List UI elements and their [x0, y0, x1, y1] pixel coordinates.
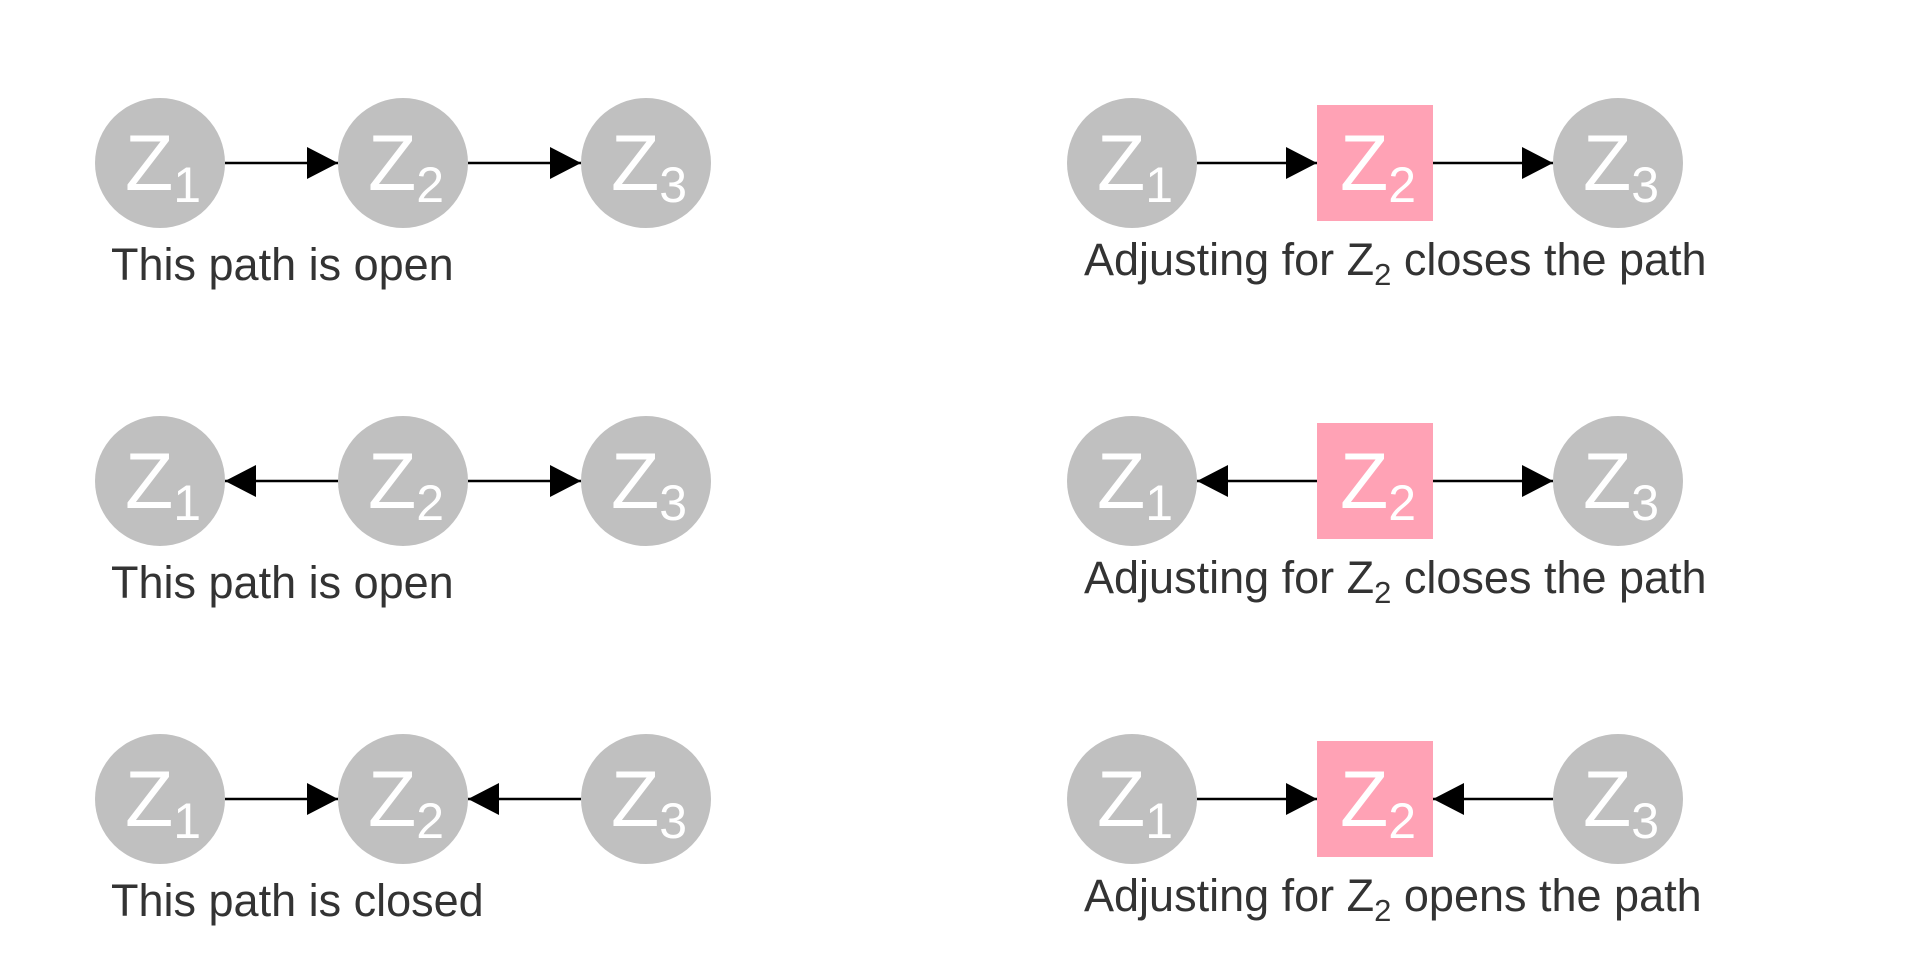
panel-caption: Adjusting for Z2 opens the path — [1084, 870, 1702, 928]
node-circle — [95, 416, 225, 546]
node-z1: Z1 — [1067, 734, 1197, 864]
node-z1: Z1 — [1067, 98, 1197, 228]
node-z2: Z2 — [338, 416, 468, 546]
adjusted-node-square — [1317, 741, 1433, 857]
node-z2: Z2 — [338, 98, 468, 228]
arrowhead-icon — [307, 783, 338, 815]
node-circle — [1553, 416, 1683, 546]
node-circle — [95, 734, 225, 864]
node-label: Z3 — [1583, 118, 1659, 213]
node-label: Z1 — [1097, 436, 1173, 531]
node-label: Z1 — [125, 754, 201, 849]
node-z1: Z1 — [95, 98, 225, 228]
node-label: Z1 — [125, 436, 201, 531]
node-circle — [338, 98, 468, 228]
node-circle — [581, 416, 711, 546]
node-z3: Z3 — [1553, 416, 1683, 546]
node-circle — [581, 734, 711, 864]
arrowhead-icon — [468, 783, 499, 815]
node-z3: Z3 — [581, 416, 711, 546]
node-label: Z1 — [1097, 118, 1173, 213]
arrowhead-icon — [550, 465, 581, 497]
arrowhead-icon — [550, 147, 581, 179]
panel-caption: This path is open — [111, 557, 454, 608]
arrowhead-icon — [225, 465, 256, 497]
node-circle — [338, 416, 468, 546]
node-label: Z2 — [368, 118, 444, 213]
node-label: Z3 — [611, 754, 687, 849]
arrowhead-icon — [1522, 465, 1553, 497]
node-z3: Z3 — [1553, 98, 1683, 228]
node-circle — [1067, 98, 1197, 228]
node-label: Z1 — [125, 118, 201, 213]
node-label: Z3 — [611, 436, 687, 531]
node-z1: Z1 — [95, 416, 225, 546]
node-label: Z1 — [1097, 754, 1173, 849]
adjusted-node-square — [1317, 105, 1433, 221]
node-z2: Z2 — [1317, 741, 1433, 857]
panel-caption: This path is open — [111, 239, 454, 290]
node-z3: Z3 — [1553, 734, 1683, 864]
node-label: Z2 — [368, 436, 444, 531]
arrowhead-icon — [1433, 783, 1464, 815]
node-circle — [95, 98, 225, 228]
node-z1: Z1 — [1067, 416, 1197, 546]
node-circle — [581, 98, 711, 228]
node-z2: Z2 — [338, 734, 468, 864]
arrowhead-icon — [307, 147, 338, 179]
arrowhead-icon — [1286, 147, 1317, 179]
node-circle — [1553, 734, 1683, 864]
panel-caption: Adjusting for Z2 closes the path — [1084, 552, 1707, 610]
node-z3: Z3 — [581, 98, 711, 228]
arrowhead-icon — [1522, 147, 1553, 179]
node-circle — [1067, 416, 1197, 546]
node-z2: Z2 — [1317, 105, 1433, 221]
node-z2: Z2 — [1317, 423, 1433, 539]
node-label: Z2 — [368, 754, 444, 849]
node-z1: Z1 — [95, 734, 225, 864]
panel-caption: Adjusting for Z2 closes the path — [1084, 234, 1707, 292]
arrowhead-icon — [1197, 465, 1228, 497]
node-z3: Z3 — [581, 734, 711, 864]
node-label: Z2 — [1340, 754, 1416, 849]
panel-caption: This path is closed — [111, 875, 484, 926]
node-label: Z3 — [1583, 436, 1659, 531]
node-circle — [1067, 734, 1197, 864]
node-circle — [338, 734, 468, 864]
adjusted-node-square — [1317, 423, 1433, 539]
node-label: Z2 — [1340, 118, 1416, 213]
node-label: Z3 — [1583, 754, 1659, 849]
node-label: Z3 — [611, 118, 687, 213]
node-circle — [1553, 98, 1683, 228]
node-label: Z2 — [1340, 436, 1416, 531]
arrowhead-icon — [1286, 783, 1317, 815]
